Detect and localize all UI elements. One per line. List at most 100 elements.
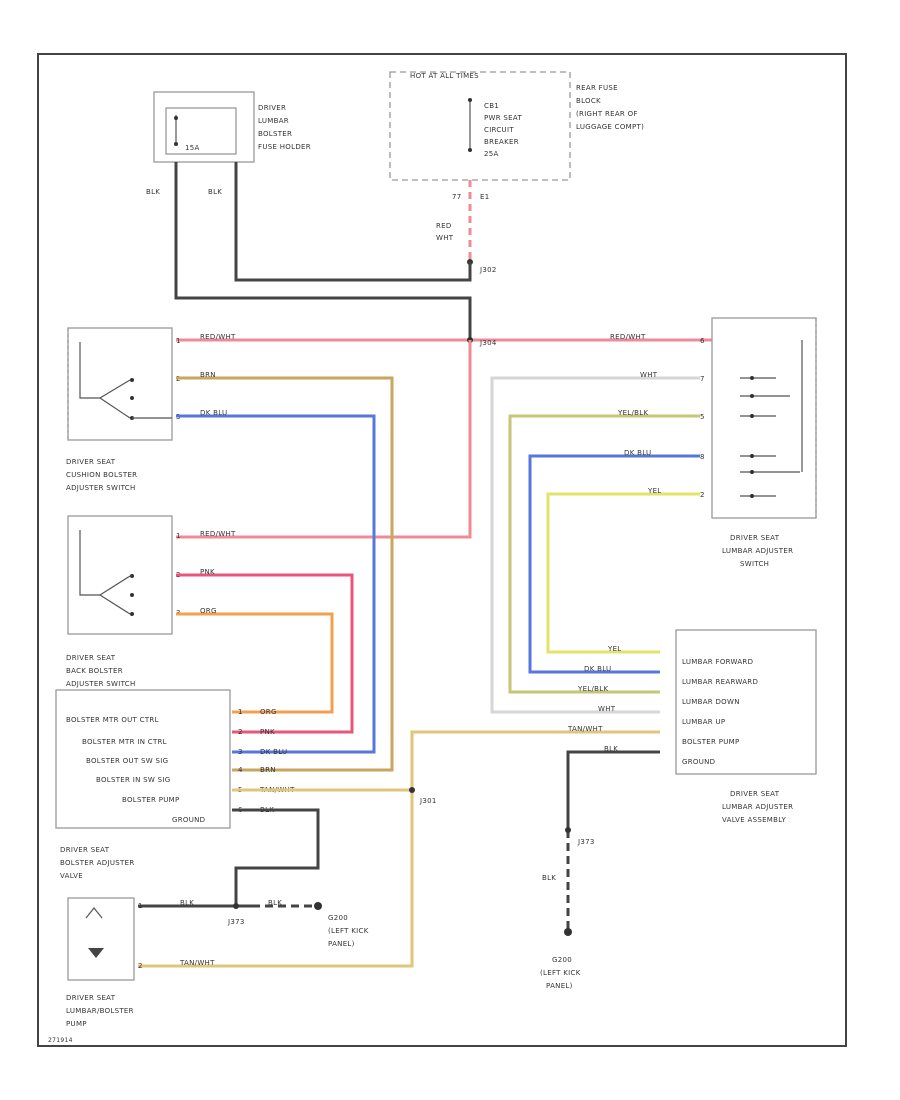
cushion-label-3: ADJUSTER SWITCH (66, 484, 136, 492)
bolster-valve-label-3: VALVE (60, 872, 83, 880)
wire-label-wht: WHT (436, 234, 454, 242)
lumbar-sw-pin-3: 5 (700, 413, 705, 421)
wire-label-blk-2: BLK (208, 188, 222, 196)
fuse-holder-label-2: LUMBAR (258, 117, 289, 125)
bolster-valve-pinno-4: 4 (238, 766, 243, 774)
back-pin-1: 1 (176, 532, 181, 540)
pump-and-ground-wires: J301 TAN/WHT TAN/WHT BLK BLK J373 G200 (… (138, 725, 660, 990)
fuse-holder-label-4: FUSE HOLDER (258, 143, 311, 151)
lumbar-sw-pin-5: 2 (700, 491, 705, 499)
wire-label-tanwht-c: TAN/WHT (179, 959, 215, 967)
wire-label-redwht-c: RED/WHT (200, 530, 236, 538)
wire-label-redwht-b: RED/WHT (610, 333, 646, 341)
ground-left-label-2: (LEFT KICK (328, 927, 369, 935)
fuse-rating: 15A (185, 144, 200, 152)
back-label-3: ADJUSTER SWITCH (66, 680, 136, 688)
bolster-valve-label-1: DRIVER SEAT (60, 846, 110, 854)
cushion-label-2: CUSHION BOLSTER (66, 471, 137, 479)
lumbar-sw-label-2: LUMBAR ADJUSTER (722, 547, 793, 555)
breaker-pin-b: E1 (480, 193, 489, 201)
cushion-label-1: DRIVER SEAT (66, 458, 116, 466)
wire-label-redwht-a: RED/WHT (200, 333, 236, 341)
splice-gnd-r-label: J373 (577, 838, 595, 846)
lumbar-sw-pin-1: 6 (700, 337, 705, 345)
wire-label-dkblu-b: DK BLU (624, 449, 651, 457)
lumbar-sw-pin-4: 8 (700, 453, 705, 461)
diagram-frame (37, 53, 847, 1047)
rear-fuse-label-3: (RIGHT REAR OF (576, 110, 638, 118)
bolster-valve-pinno-3: 3 (238, 748, 243, 756)
bolster-valve-pin-3: BOLSTER OUT SW SIG (86, 757, 168, 765)
bolster-valve-pinno-1: 1 (238, 708, 243, 716)
wire-label-org-a: ORG (200, 607, 217, 615)
bolster-valve-pin-1: BOLSTER MTR OUT CTRL (66, 716, 159, 724)
wire-label-brn-a: BRN (200, 371, 216, 379)
rear-fuse-block: HOT AT ALL TIMES CB1 PWR SEAT CIRCUIT BR… (389, 71, 644, 201)
breaker-pin-a: 77 (452, 193, 462, 201)
lumbar-adjuster-switch: 6 7 5 8 2 DRIVER SEAT LUMBAR ADJUSTER SW… (700, 317, 817, 568)
pump-label-1: DRIVER SEAT (66, 994, 116, 1002)
wire-label-wht-b: WHT (598, 705, 616, 713)
bolster-valve-pin-4: BOLSTER IN SW SIG (96, 776, 170, 784)
wire-label-ylblk-a: YEL/BLK (617, 409, 648, 417)
wire-label-blk-3: BLK (180, 899, 194, 907)
breaker-label-1: CB1 (484, 102, 499, 110)
fuse-holder-label-3: BOLSTER (258, 130, 292, 138)
lumbar-valve-assembly: LUMBAR FORWARD LUMBAR REARWARD LUMBAR DO… (675, 629, 817, 824)
bolster-valve-w2: PNK (260, 728, 275, 736)
rear-fuse-label-2: BLOCK (576, 97, 601, 105)
wire-label-red: RED (436, 222, 452, 230)
cushion-bolster-switch: 1 2 3 DRIVER SEAT CUSHION BOLSTER ADJUST… (66, 327, 180, 492)
breaker-label-2: PWR SEAT (484, 114, 522, 122)
lumbar-valve-label-3: VALVE ASSEMBLY (722, 816, 787, 824)
wire-label-dkblu-a: DK BLU (200, 409, 227, 417)
splice-tan-label: J301 (419, 797, 437, 805)
breaker-label-3: CIRCUIT (484, 126, 514, 134)
pump-pin-2: 2 (138, 962, 143, 970)
hot-at-all-times-label: HOT AT ALL TIMES (410, 72, 479, 80)
fuse-holder: 15A DRIVER LUMBAR BOLSTER FUSE HOLDER (153, 91, 311, 163)
lumbar-valve-label-2: LUMBAR ADJUSTER (722, 803, 793, 811)
rear-fuse-label-1: REAR FUSE (576, 84, 618, 92)
lumbar-valve-pin-1: LUMBAR FORWARD (682, 658, 753, 666)
breaker-label-4: BREAKER (484, 138, 519, 146)
wire-label-blk-6: BLK (542, 874, 556, 882)
wire-label-dkblu-c: DK BLU (584, 665, 611, 673)
ground-right-label-1: G200 (552, 956, 572, 964)
diagram-code: 271914 (48, 1037, 73, 1044)
lumbar-valve-pin-6: GROUND (682, 758, 715, 766)
bolster-valve-w4: BRN (260, 766, 276, 774)
bolster-adjuster-valve: BOLSTER MTR OUT CTRL BOLSTER MTR IN CTRL… (55, 689, 295, 880)
lumbar-valve-pin-5: BOLSTER PUMP (682, 738, 740, 746)
bolster-valve-w3: DK BLU (260, 748, 287, 756)
bolster-signal-wires: BRN DK BLU PNK ORG (176, 371, 394, 772)
bolster-valve-w1: ORG (260, 708, 277, 716)
lumbar-bolster-pump: 1 2 DRIVER SEAT LUMBAR/BOLSTER PUMP (66, 897, 143, 1028)
wire-label-blk-1: BLK (146, 188, 160, 196)
bolster-valve-pinno-2: 2 (238, 728, 243, 736)
back-bolster-switch: 1 2 3 DRIVER SEAT BACK BOLSTER ADJUSTER … (66, 515, 181, 688)
pump-label-3: PUMP (66, 1020, 87, 1028)
ground-right-label-2: (LEFT KICK (540, 969, 581, 977)
lumbar-valve-pin-3: LUMBAR DOWN (682, 698, 740, 706)
bolster-valve-pin-2: BOLSTER MTR IN CTRL (82, 738, 167, 746)
fuse-holder-label-1: DRIVER (258, 104, 286, 112)
lumbar-sw-pin-2: 7 (700, 375, 705, 383)
lumbar-valve-pin-2: LUMBAR REARWARD (682, 678, 758, 686)
wire-label-tanwht-b: TAN/WHT (567, 725, 603, 733)
lumbar-sw-label-1: DRIVER SEAT (730, 534, 780, 542)
bolster-valve-pin-5: BOLSTER PUMP (122, 796, 180, 804)
power-feed-wires: RED WHT J302 BLK BLK J304 RED/WHT RED/WH… (146, 162, 712, 539)
back-label-2: BACK BOLSTER (66, 667, 123, 675)
lumbar-sw-label-3: SWITCH (740, 560, 769, 568)
back-label-1: DRIVER SEAT (66, 654, 116, 662)
ground-left-label-3: PANEL) (328, 940, 355, 948)
bolster-valve-label-2: BOLSTER ADJUSTER (60, 859, 135, 867)
wire-label-pnk-a: PNK (200, 568, 215, 576)
wire-label-yel-b: YEL (607, 645, 622, 653)
bolster-valve-pin-6: GROUND (172, 816, 205, 824)
pump-pin-1: 1 (138, 902, 143, 910)
wire-label-wht-a: WHT (640, 371, 658, 379)
lumbar-valve-label-1: DRIVER SEAT (730, 790, 780, 798)
